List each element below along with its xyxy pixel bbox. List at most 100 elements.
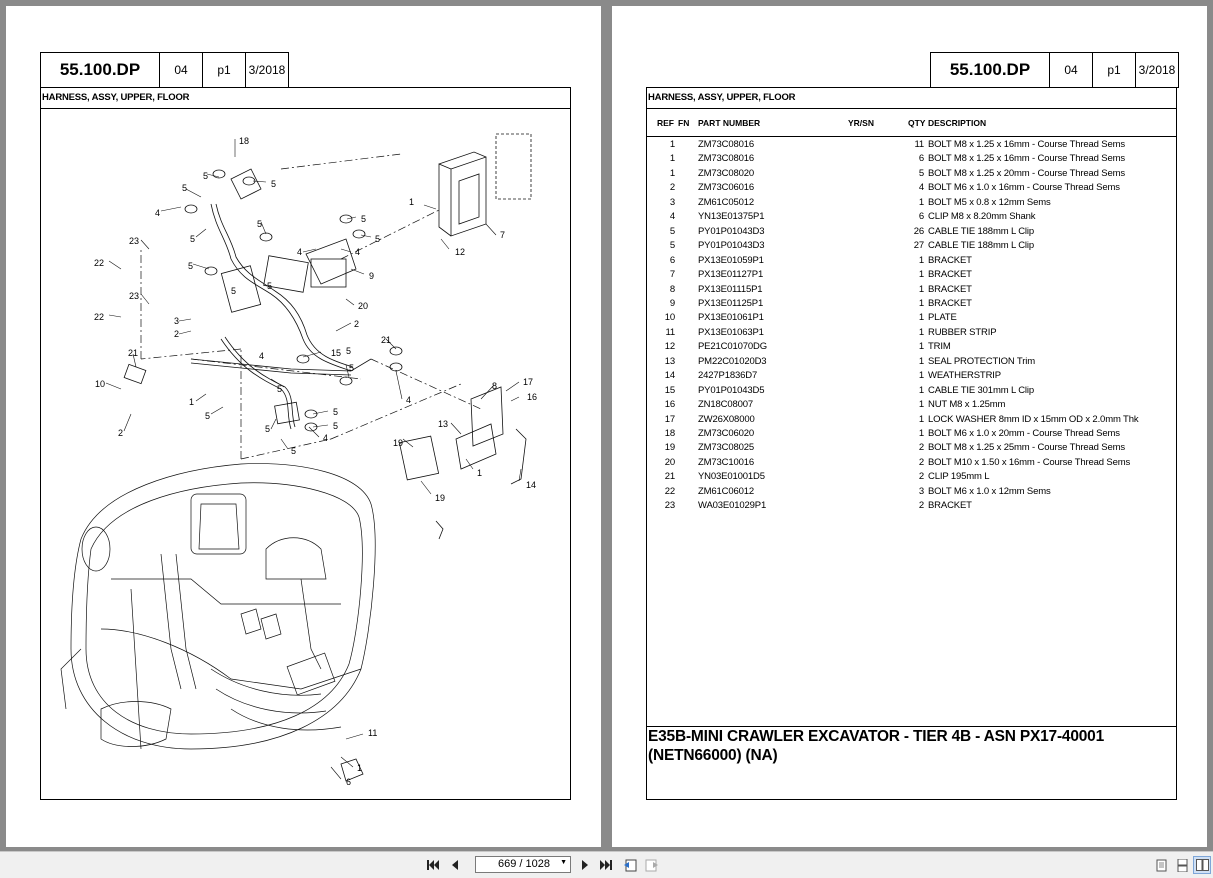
part-description: BRACKET xyxy=(928,269,972,281)
part-qty: 1 xyxy=(918,341,924,353)
callout-label: 1 xyxy=(477,468,482,478)
two-page-view-button[interactable] xyxy=(1193,856,1211,874)
callout-label: 5 xyxy=(188,261,193,271)
part-qty: 2 xyxy=(918,471,924,483)
first-page-button[interactable] xyxy=(424,856,442,874)
model-title-line-2: (NETN66000) (NA) xyxy=(648,747,778,764)
part-ref: 5 xyxy=(669,240,675,252)
next-page-icon xyxy=(582,860,588,870)
part-qty: 26 xyxy=(913,225,924,237)
go-back-view-button[interactable] xyxy=(621,856,639,874)
parts-list-title: HARNESS, ASSY, UPPER, FLOOR xyxy=(648,92,796,103)
revision-date: 3/2018 xyxy=(1138,63,1176,77)
part-qty: 3 xyxy=(918,485,924,497)
right-page: 55.100.DP 04 p1 3/2018 HARNESS, ASSY, UP… xyxy=(612,6,1207,847)
part-ref: 16 xyxy=(664,399,675,411)
first-page-icon xyxy=(427,860,439,870)
part-qty: 11 xyxy=(914,139,924,150)
part-number: PX13E01115P1 xyxy=(698,283,763,295)
part-number: PY01P01043D3 xyxy=(698,225,765,237)
part-number: PY01P01043D3 xyxy=(698,240,765,252)
chevron-down-icon[interactable]: ▼ xyxy=(560,859,567,866)
callout-label: 9 xyxy=(369,271,374,281)
previous-page-button[interactable] xyxy=(446,856,464,874)
part-qty: 1 xyxy=(918,413,924,425)
two-page-icon xyxy=(1195,859,1209,871)
part-ref: 9 xyxy=(669,297,675,309)
callout-label: 21 xyxy=(128,348,138,358)
callout-label: 1 xyxy=(409,197,414,207)
part-description: BRACKET xyxy=(928,500,972,512)
part-number: PX13E01063P1 xyxy=(698,326,764,338)
diagram-title: HARNESS, ASSY, UPPER, FLOOR xyxy=(42,92,190,103)
part-description: BOLT M6 x 1.0 x 16mm - Course Thread Sem… xyxy=(928,182,1120,194)
part-qty: 1 xyxy=(918,326,924,338)
part-description: CABLE TIE 188mm L Clip xyxy=(928,225,1034,237)
left-page-header: 55.100.DP 04 p1 3/2018 xyxy=(40,52,289,88)
part-ref: 5 xyxy=(669,225,675,237)
part-number: ZN18C08007 xyxy=(698,399,754,411)
part-description: LOCK WASHER 8mm ID x 15mm OD x 2.0mm Thk xyxy=(928,413,1139,425)
forward-view-icon xyxy=(645,859,658,871)
callout-label: 13 xyxy=(438,419,448,429)
back-view-icon xyxy=(624,859,637,871)
part-ref: 4 xyxy=(669,211,675,223)
small-parts xyxy=(123,169,444,782)
callout-label: 20 xyxy=(358,301,368,311)
callout-label: 18 xyxy=(239,136,249,146)
part-description: BOLT M6 x 1.0 x 20mm - Course Thread Sem… xyxy=(928,428,1120,439)
part-description: BRACKET xyxy=(928,297,972,309)
part-number: PX13E01059P1 xyxy=(698,254,764,266)
single-page-view-button[interactable] xyxy=(1152,856,1170,874)
part-description: BOLT M8 x 1.25 x 20mm - Course Thread Se… xyxy=(928,167,1125,179)
part-description: BOLT M8 x 1.25 x 16mm - Course Thread Se… xyxy=(928,139,1125,150)
callout-label: 22 xyxy=(94,312,104,322)
section-code: 55.100.DP xyxy=(41,53,160,87)
callout-label: 23 xyxy=(129,236,139,246)
part-qty: 1 xyxy=(918,428,924,439)
part-qty: 1 xyxy=(918,283,924,295)
column-description: DESCRIPTION xyxy=(928,118,987,128)
single-page-icon xyxy=(1156,859,1166,871)
part-description: CLIP M8 x 8.20mm Shank xyxy=(928,211,1036,223)
callout-label: 5 xyxy=(333,407,338,417)
last-page-button[interactable] xyxy=(597,856,615,874)
part-ref: 8 xyxy=(669,283,675,295)
part-ref: 13 xyxy=(664,355,675,367)
table-row: 5 PY01P01043D3 26 CABLE TIE 188mm L Clip xyxy=(647,226,1175,240)
part-qty: 1 xyxy=(918,254,924,266)
part-ref: 15 xyxy=(664,384,675,396)
callout-label: 2 xyxy=(174,329,179,339)
callout-label: 22 xyxy=(94,258,104,268)
continuous-view-button[interactable] xyxy=(1173,856,1191,874)
part-ref: 1 xyxy=(669,153,675,165)
next-page-button[interactable] xyxy=(576,856,594,874)
bracket-7 xyxy=(438,133,532,237)
callout-label: 5 xyxy=(190,234,195,244)
page-number-input[interactable]: 669 / 1028 ▼ xyxy=(475,856,571,873)
callout-label: 5 xyxy=(375,234,380,244)
part-qty: 6 xyxy=(918,153,924,165)
callout-leaders xyxy=(105,139,522,780)
callout-label: 4 xyxy=(355,247,360,257)
callout-label: 7 xyxy=(500,230,505,240)
part-ref: 17 xyxy=(664,413,675,425)
callout-label: 21 xyxy=(381,335,391,345)
part-description: BOLT M5 x 0.8 x 12mm Sems xyxy=(928,196,1051,208)
callout-label: 16 xyxy=(527,392,537,402)
footer-divider xyxy=(646,726,1176,727)
part-description: TRIM xyxy=(928,341,951,353)
part-ref: 18 xyxy=(664,428,675,439)
callout-label: 19 xyxy=(393,438,403,448)
part-number: ZW26X08000 xyxy=(698,413,755,425)
part-description: BOLT M6 x 1.0 x 12mm Sems xyxy=(928,485,1051,497)
go-forward-view-button[interactable] xyxy=(643,856,661,874)
callout-label: 23 xyxy=(129,291,139,301)
